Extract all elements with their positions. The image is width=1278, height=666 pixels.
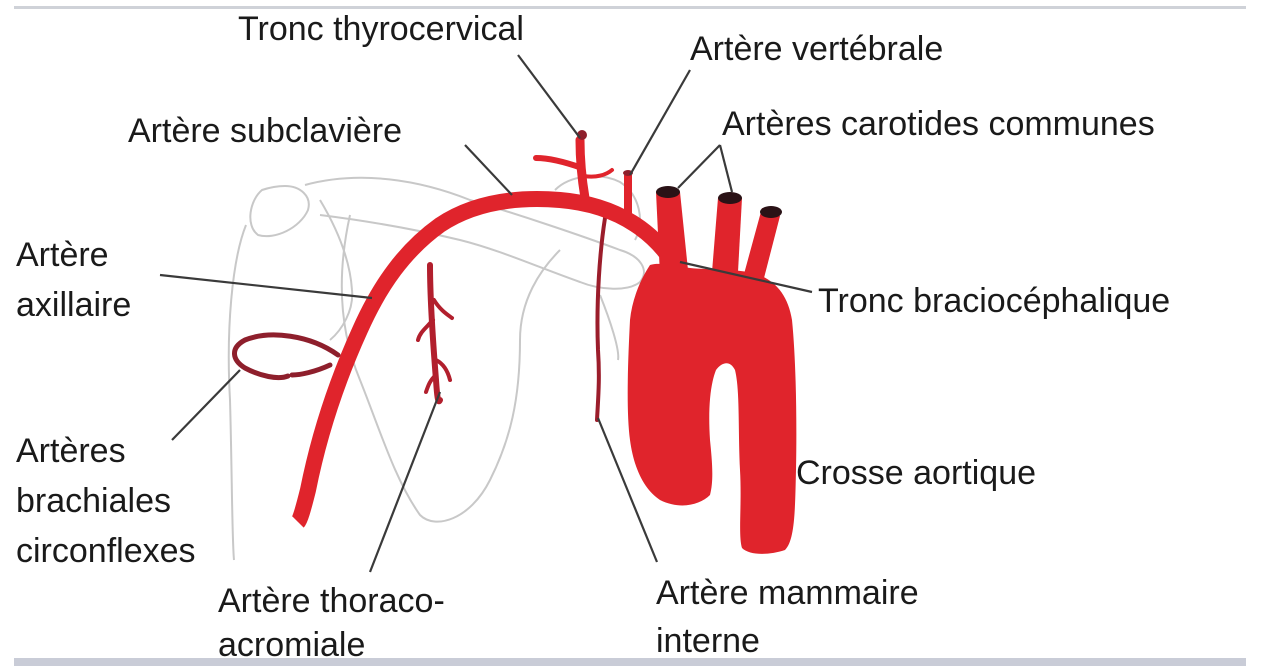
- right-margin: [1246, 0, 1278, 666]
- label-artere-vertebrale: Artère vertébrale: [690, 30, 943, 68]
- arterial-diagram: Tronc thyrocervical Artère vertébrale Ar…: [0, 0, 1246, 658]
- label-arteres-brachiales-line1: Artères: [16, 432, 126, 470]
- humerus-shaft-outline: [229, 225, 246, 560]
- great-vessels: [656, 186, 782, 278]
- label-arteres-brachiales-line2: brachiales: [16, 482, 171, 520]
- label-crosse-aortique: Crosse aortique: [796, 454, 1036, 492]
- sternum-outline: [600, 295, 618, 360]
- leader-carotides-1: [678, 145, 720, 188]
- humerus-head-outline: [250, 186, 308, 236]
- subclavian-axillary-artery: [298, 199, 680, 522]
- labels: Tronc thyrocervical Artère vertébrale Ar…: [16, 10, 1170, 658]
- thyrocervical-trunk: [536, 140, 612, 198]
- left-common-carotid: [712, 198, 742, 272]
- label-arteres-brachiales-line3: circonflexes: [16, 532, 196, 570]
- left-common-carotid-cut-end: [718, 192, 742, 204]
- label-artere-thoraco-line1: Artère thoraco-: [218, 582, 445, 620]
- label-arteres-carotides-communes: Artères carotides communes: [722, 105, 1155, 143]
- leader-artere-axillaire: [160, 275, 372, 298]
- scapula-outline: [342, 215, 560, 522]
- brachiocephalic-trunk-cut-end: [656, 186, 680, 198]
- label-artere-mammaire-line1: Artère mammaire: [656, 574, 919, 612]
- leader-artere-subclaviere: [465, 145, 512, 195]
- label-artere-thoraco-line2: acromiale: [218, 626, 365, 658]
- leader-artere-vertebrale: [630, 70, 690, 175]
- label-artere-axillaire-line1: Artère: [16, 236, 109, 274]
- left-subclavian-cut-end: [760, 206, 782, 218]
- thoraco-acromial-artery: [418, 265, 452, 401]
- label-artere-axillaire-line2: axillaire: [16, 286, 131, 324]
- label-tronc-thyrocervical: Tronc thyrocervical: [238, 10, 524, 48]
- internal-mammary-artery: [597, 218, 605, 420]
- clavicle-outline: [305, 178, 644, 289]
- leader-artere-thoraco: [370, 392, 440, 572]
- leader-tronc-thyrocervical: [518, 55, 580, 138]
- glenoid-outline: [320, 200, 352, 340]
- leader-carotides-2: [720, 145, 732, 192]
- label-artere-mammaire-line2: interne: [656, 622, 760, 658]
- left-subclavian-artery: [744, 208, 780, 278]
- label-tronc-braciocephalique: Tronc braciocéphalique: [818, 282, 1170, 320]
- aortic-arch: [628, 264, 797, 554]
- ascending-aorta-body: [628, 264, 797, 554]
- circumflex-brachial-arteries: [234, 335, 338, 378]
- bottom-border: [14, 658, 1246, 666]
- label-artere-subclaviere: Artère subclavière: [128, 112, 402, 150]
